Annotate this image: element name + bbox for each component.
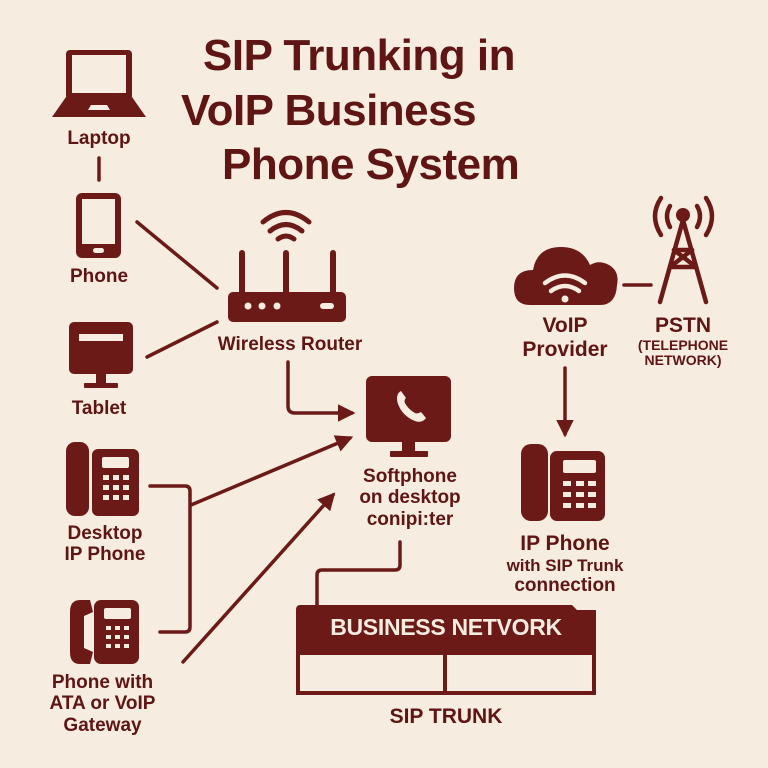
softphone-line-3: conipi:ter [366,508,454,530]
voip-provider-line-1: VoIP [542,314,588,337]
router-icon [228,210,346,322]
pstn-line-1: PSTN [654,314,711,337]
ata-phone-line-1: Phone with [51,672,154,693]
desktop-ip-phone-line-1: Desktop [67,523,143,544]
softphone-monitor-icon [366,376,451,457]
ata-phone-line-3: Gateway [63,714,142,736]
title-line-1: SIP Trunking in [203,31,515,80]
cell-tower-icon [652,195,715,305]
desktop-ip-phone-line-2: IP Phone [64,544,146,566]
cloud-wifi-icon [514,247,618,305]
desk-phone-icon-ata [70,600,139,664]
tablet-label: Tablet [71,398,127,419]
connector-ata-softphone [181,492,336,664]
laptop-label: Laptop [67,128,131,149]
monitor-icon [69,322,133,388]
sip-trunk-label: SIP TRUNK [389,705,503,728]
desk-phone-icon-desktop [66,442,139,516]
business-network-label: BUSINESS NETVORK [330,614,562,640]
laptop-icon [52,50,146,117]
business-network-box [296,605,596,695]
pstn-label: PSTN (TELEPHONE NETWORK) [620,314,746,369]
connector-phone-router [135,220,219,290]
desk-phone-icon-sip [521,444,605,521]
softphone-line-2: on desktop [359,487,461,509]
ata-phone-label: Phone with ATA or VoIP Gateway [30,672,175,736]
phone-label: Phone [69,266,129,287]
connector-softphone-network [315,540,402,608]
connectors [97,156,653,664]
ata-phone-line-2: ATA or VoIP [49,693,156,715]
pstn-line-3: NETWORK) [644,352,722,369]
sip-ip-phone-label: IP Phone with SIP Trunk connection [480,532,650,596]
voip-provider-label: VoIP Provider [510,314,620,361]
sip-ip-phone-line-1: IP Phone [520,532,610,555]
softphone-line-1: Softphone [363,466,457,487]
smartphone-icon [76,193,121,258]
connector-bracket-softphone [189,435,354,507]
router-label: Wireless Router [217,334,363,355]
pstn-line-2: (TELEPHONE [637,336,729,353]
title-line-3: Phone System [222,140,520,189]
sip-ip-phone-line-2: with SIP Trunk [506,555,624,575]
connector-phone-bracket [148,484,192,634]
desktop-ip-phone-label: Desktop IP Phone [40,523,170,566]
voip-provider-line-2: Provider [522,337,608,361]
sip-ip-phone-line-3: connection [514,574,616,596]
softphone-label: Softphone on desktop conipi:ter [330,466,490,530]
connector-router-softphone [286,360,356,422]
title-line-2: VoIP Business [181,86,477,135]
connector-tablet-router [145,320,219,359]
